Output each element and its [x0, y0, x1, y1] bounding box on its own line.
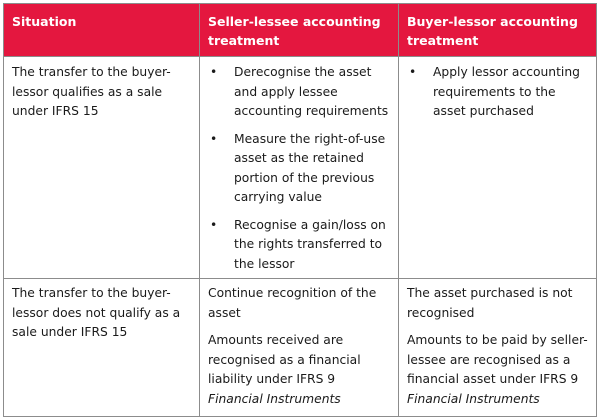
list-item: • Measure the right-of-use asset as the … — [208, 130, 390, 208]
bullet-icon: • — [210, 65, 218, 79]
accounting-treatment-table: Situation Seller-lessee accounting treat… — [3, 3, 597, 417]
buyer-recognition-text: The asset purchased is not recognised — [407, 286, 573, 320]
table-row: The transfer to the buyer-lessor qualifi… — [3, 56, 597, 279]
buyer-asset-text: Amounts to be paid by seller-lessee are … — [407, 333, 588, 386]
seller-liability-paragraph: Amounts received are recognised as a fin… — [208, 331, 390, 409]
seller-liability-text: Amounts received are recognised as a fin… — [208, 333, 361, 386]
bullet-icon: • — [210, 131, 218, 146]
header-seller-lessee: Seller-lessee accounting treatment — [199, 3, 399, 57]
list-item: • Apply lessor accounting requirements t… — [407, 63, 588, 122]
seller-bullet-list: • Derecognise the asset and apply lessee… — [208, 63, 390, 274]
buyer-bullet-list: • Apply lessor accounting requirements t… — [407, 63, 588, 122]
buyer-lessor-cell: • Apply lessor accounting requirements t… — [398, 56, 597, 279]
bullet-icon: • — [409, 65, 417, 79]
bullet-text: Apply lessor accounting requirements to … — [433, 65, 580, 118]
list-item: • Recognise a gain/loss on the rights tr… — [208, 216, 390, 275]
header-buyer-lessor: Buyer-lessor accounting treatment — [398, 3, 597, 57]
situation-text: The transfer to the buyer-lessor does no… — [12, 286, 181, 339]
situation-text: The transfer to the buyer-lessor qualifi… — [12, 65, 171, 118]
bullet-text: Derecognise the asset and apply lessee a… — [234, 65, 389, 118]
bullet-text: Measure the right-of-use asset as the re… — [234, 131, 386, 205]
table-row: The transfer to the buyer-lessor does no… — [3, 278, 597, 417]
buyer-asset-paragraph: Amounts to be paid by seller-lessee are … — [407, 331, 588, 409]
table-header-row: Situation Seller-lessee accounting treat… — [3, 3, 597, 57]
seller-lessee-cell: Continue recognition of the asset Amount… — [199, 278, 399, 417]
accounting-treatment-table-container: Situation Seller-lessee accounting treat… — [3, 3, 597, 417]
situation-cell: The transfer to the buyer-lessor does no… — [3, 278, 200, 417]
bullet-icon: • — [210, 217, 218, 232]
bullet-text: Recognise a gain/loss on the rights tran… — [234, 217, 386, 271]
seller-recognition-text: Continue recognition of the asset — [208, 286, 377, 320]
list-item: • Derecognise the asset and apply lessee… — [208, 63, 390, 122]
situation-cell: The transfer to the buyer-lessor qualifi… — [3, 56, 200, 279]
header-situation: Situation — [3, 3, 200, 57]
buyer-standard-reference: Financial Instruments — [407, 391, 540, 406]
seller-lessee-cell: • Derecognise the asset and apply lessee… — [199, 56, 399, 279]
seller-standard-reference: Financial Instruments — [208, 391, 341, 406]
buyer-lessor-cell: The asset purchased is not recognised Am… — [398, 278, 597, 417]
